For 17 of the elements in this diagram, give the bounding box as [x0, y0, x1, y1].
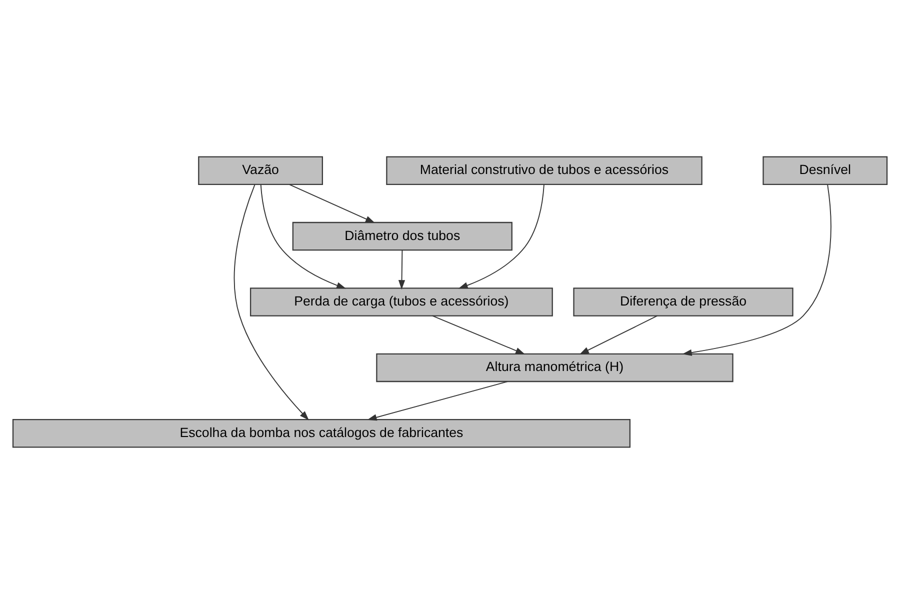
- node-box: Desnível: [762, 156, 888, 185]
- arrow: [234, 184, 309, 420]
- arrow: [458, 184, 544, 289]
- arrow: [260, 184, 346, 289]
- arrow: [367, 381, 508, 421]
- node-box: Altura manométrica (H): [376, 353, 734, 382]
- arrow: [579, 315, 658, 354]
- arrow: [398, 250, 406, 290]
- node-box: Perda de carga (tubos e acessórios): [250, 288, 553, 316]
- node-box: Diferença de pressão: [573, 288, 794, 316]
- arrow: [288, 184, 376, 224]
- node-box: Diâmetro dos tubos: [292, 222, 512, 251]
- arrow: [432, 315, 526, 354]
- arrow: [682, 184, 832, 356]
- node-box: Material construtivo de tubos e acessórios: [386, 156, 702, 185]
- node-box: Escolha da bomba nos catálogos de fabricantes: [12, 419, 631, 448]
- node-box: Vazão: [198, 156, 323, 185]
